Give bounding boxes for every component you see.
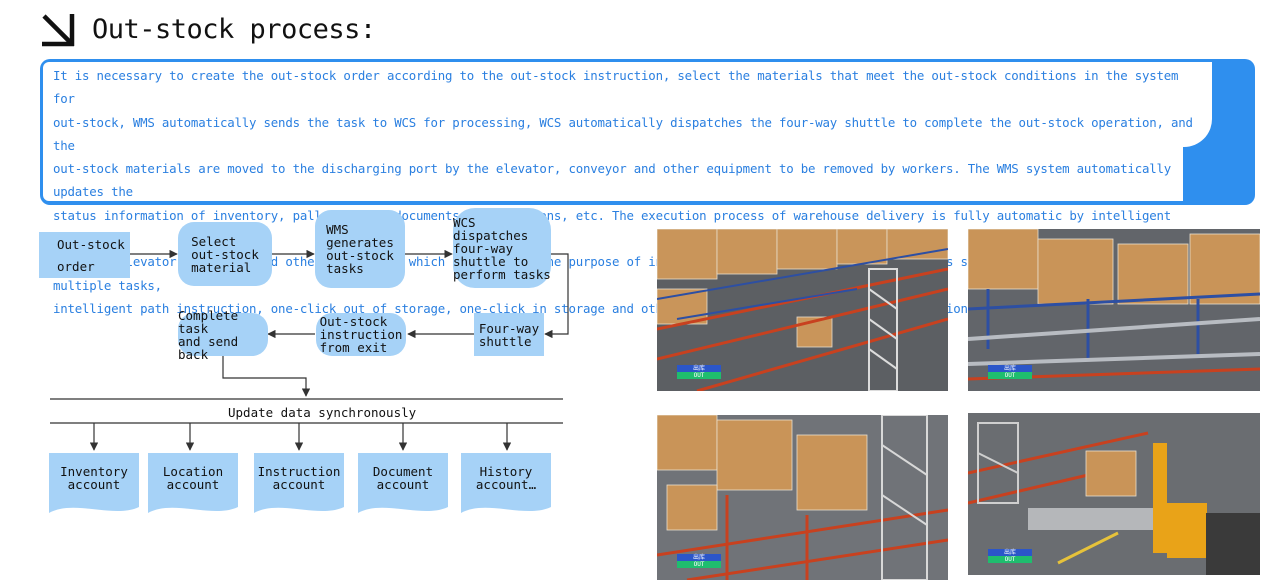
- account-document: Document account: [358, 453, 448, 515]
- account-label: Document account: [372, 464, 434, 492]
- account-instruction: Instruction account: [254, 453, 344, 515]
- flow-node-wcs-dispatches: WCS dispatches four-way shuttle to perfo…: [453, 208, 551, 288]
- description-panel-inner: [43, 62, 1183, 201]
- out-badge: 出库 OUT: [988, 549, 1032, 563]
- out-badge: 出库 OUT: [677, 554, 721, 568]
- account-history: History account…: [461, 453, 551, 515]
- account-inventory: Inventory account: [49, 453, 139, 515]
- warehouse-photo-2: 出库 OUT: [968, 229, 1260, 391]
- flow-node-select-material: Select out-stock material: [178, 222, 272, 286]
- arrow-wcs-to-shuttle: [544, 253, 569, 339]
- warehouse-photo-1: 出库 OUT: [657, 229, 948, 391]
- account-label: History account…: [475, 464, 537, 492]
- flow-connectors: [50, 249, 569, 451]
- out-badge: 出库 OUT: [988, 365, 1032, 379]
- sync-label: Update data synchronously: [228, 405, 417, 420]
- flow-node-wms-generates: WMS generates out-stock tasks: [315, 210, 405, 288]
- page-title: Out-stock process:: [92, 14, 376, 45]
- account-label: Location account: [162, 464, 224, 492]
- account-location: Location account: [148, 453, 238, 515]
- flow-node-outstock-order: Out-stock order: [39, 232, 130, 278]
- account-label: Inventory account: [60, 464, 128, 492]
- warehouse-photo-3: 出库 OUT: [657, 415, 948, 580]
- arrow-complete-to-sync: [222, 356, 311, 397]
- arrow-down-right-icon: [40, 12, 76, 48]
- description-panel-notch: [1176, 62, 1212, 147]
- out-badge: 出库 OUT: [677, 365, 721, 379]
- flow-node-four-way-shuttle: Four-way shuttle: [474, 313, 544, 356]
- flow-node-outstock-instruction: Out-stock instruction from exit: [316, 313, 406, 356]
- flow-node-complete-task: Complete task and send back: [178, 309, 268, 361]
- account-label: Instruction account: [257, 464, 341, 492]
- warehouse-photo-4: 出库 OUT: [968, 413, 1260, 575]
